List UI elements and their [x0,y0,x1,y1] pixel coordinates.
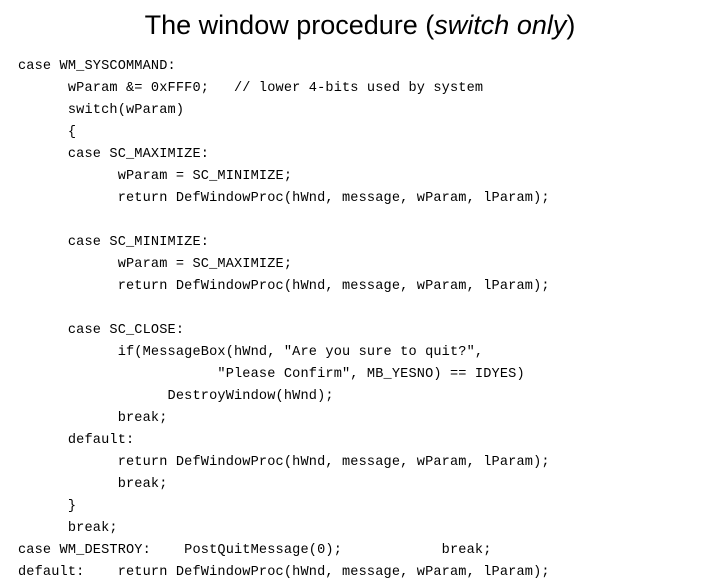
code-line: } [18,499,77,514]
page-title-suffix: ) [566,10,576,40]
code-line: wParam = SC_MAXIMIZE; [18,257,293,272]
code-line: default: [18,433,135,448]
code-line [18,210,708,232]
page-title: The window procedure (switch only) [0,8,720,42]
code-line: { [18,125,77,140]
slide-canvas: The window procedure (switch only) case … [0,8,720,580]
code-line: "Please Confirm", MB_YESNO) == IDYES) [18,367,525,382]
page-title-emphasis: switch only [434,10,567,40]
code-line: return DefWindowProc(hWnd, message, wPar… [18,279,550,294]
code-line: if(MessageBox(hWnd, "Are you sure to qui… [18,345,484,360]
code-line: default: return DefWindowProc(hWnd, mess… [18,565,550,580]
code-line: case WM_DESTROY: PostQuitMessage(0); bre… [18,543,492,558]
code-listing: case WM_SYSCOMMAND: wParam &= 0xFFF0; //… [18,56,708,584]
code-line: wParam &= 0xFFF0; // lower 4-bits used b… [18,81,484,96]
code-line: case SC_CLOSE: [18,323,185,338]
code-line: break; [18,521,118,536]
code-line: return DefWindowProc(hWnd, message, wPar… [18,191,550,206]
code-line: switch(wParam) [18,103,185,118]
code-line: wParam = SC_MINIMIZE; [18,169,293,184]
code-line: return DefWindowProc(hWnd, message, wPar… [18,455,550,470]
code-line: case WM_SYSCOMMAND: [18,59,176,74]
code-line: DestroyWindow(hWnd); [18,389,334,404]
code-line: case SC_MINIMIZE: [18,235,210,250]
code-line [18,298,708,320]
code-line: break; [18,411,168,426]
code-line: break; [18,477,168,492]
page-title-prefix: The window procedure ( [144,10,435,40]
code-line: case SC_MAXIMIZE: [18,147,210,162]
